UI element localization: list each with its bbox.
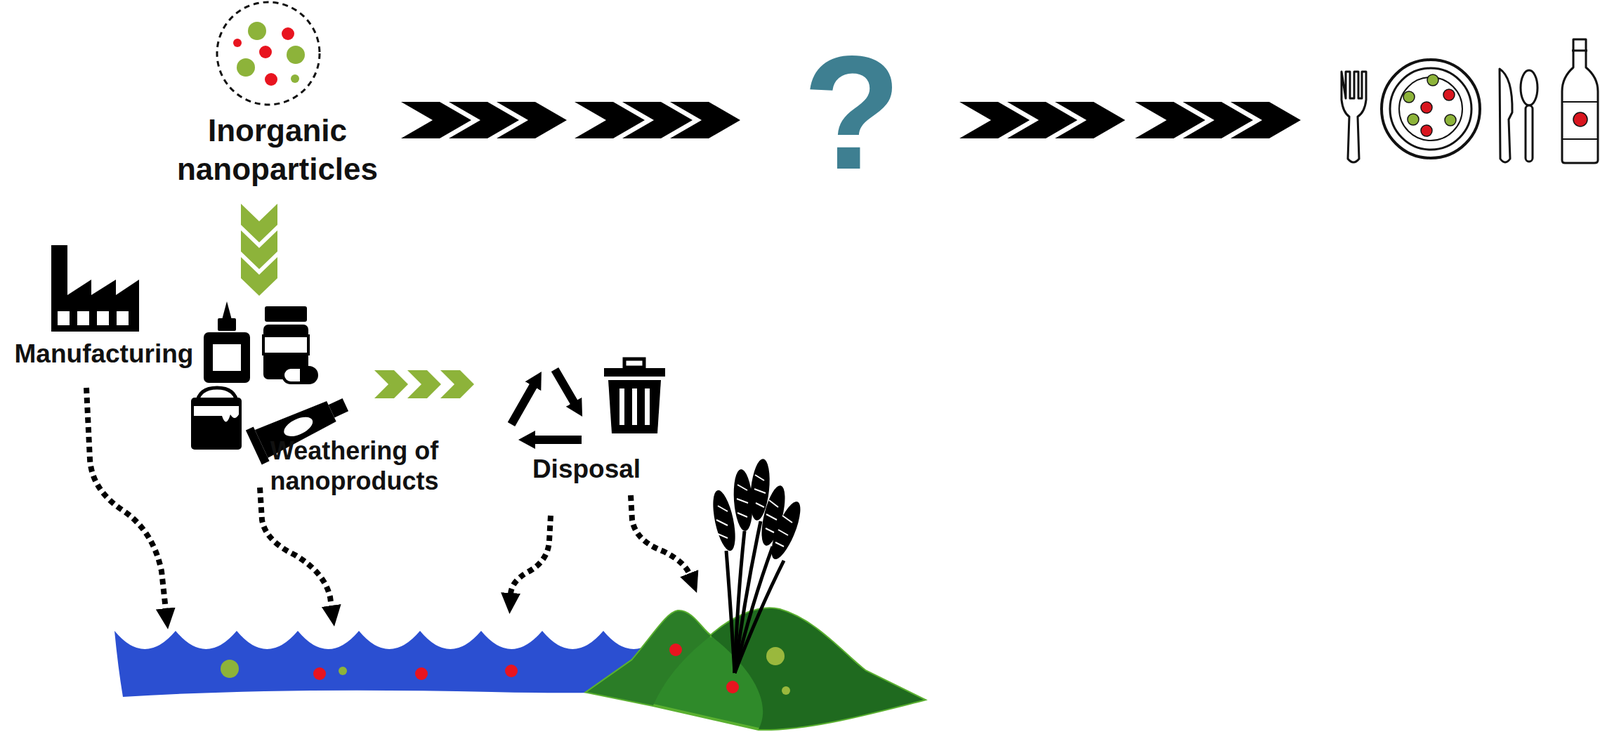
question-mark: ? [792,32,912,194]
trash-body [608,379,661,434]
green-particle [290,74,300,83]
trash-icon [604,358,666,434]
bottle-line [1562,101,1598,103]
jar-label [263,335,309,354]
knife [1499,68,1513,163]
label-text: Manufacturing [5,338,203,370]
red-particle [1420,125,1433,137]
green-particle [247,21,267,41]
chevron [240,257,278,296]
green-particle [766,646,785,666]
red-particle [313,667,326,680]
wheat-icon [708,457,806,673]
paint-can [191,397,242,450]
red-particle [264,73,278,86]
red-particle [259,45,272,59]
dotted-arrow [510,515,551,595]
factory [51,245,140,332]
green-particle [1403,91,1415,103]
label-text: Weathering of nanoproducts [254,435,455,496]
paint-drip [193,405,239,423]
chevron [374,370,409,399]
capsule [283,367,317,383]
green-particle [781,686,791,695]
red-particle [726,680,739,694]
fork [1341,71,1367,163]
label-text: Disposal [516,453,657,485]
spoon-handle [1525,105,1533,162]
green-particle [286,45,305,64]
red-particle [281,27,295,41]
bottle-line [1571,49,1588,52]
red-particle [233,38,242,48]
trash-slot [632,388,638,425]
recycle-arrow [511,384,534,425]
spoon-bowl [1520,70,1538,106]
chevron [1230,101,1301,139]
red-particle [1420,101,1433,114]
glue-cap [217,318,236,331]
trash-slot [619,388,625,425]
chevron [1054,101,1126,139]
hill [587,608,924,730]
chevron [496,101,567,139]
meal-icon [1341,39,1598,163]
release-arrows [86,387,690,610]
plate-center [1399,77,1463,141]
trash-slot [644,388,650,425]
dotted-arrow [259,487,332,607]
factory-window [57,311,70,326]
plate-rim [1389,68,1472,150]
trash-lid [604,368,666,377]
bottle [1562,39,1598,163]
recycle-icon [511,369,582,440]
factory-window [96,311,109,326]
recycle-arrow [554,369,575,404]
label-text: Inorganic nanoparticles [158,110,397,189]
chevron [407,370,442,399]
soil-hills [587,608,924,730]
chevron [670,101,741,139]
glue-nozzle [221,301,232,320]
wheat-kernels [716,474,793,547]
factory-icon [51,245,140,332]
red-particle [505,664,518,678]
factory-window [116,311,129,326]
red-particle [669,643,683,657]
glue-bottle [203,332,251,383]
glue-label [212,344,241,371]
red-particle [1573,112,1588,127]
green-particle [1427,74,1439,86]
dotted-arrow [86,387,166,610]
trash-handle [624,358,645,368]
green-particle [236,58,255,77]
plate [1381,59,1480,159]
hill-shade [587,611,711,706]
recycle-arrow [533,435,582,444]
nanoparticle-cluster [217,2,320,105]
dashed-circle [217,2,320,105]
green-particle [338,666,347,675]
bottle-line [1562,138,1598,140]
wheat-heads [708,457,806,563]
red-particle [1443,89,1455,101]
red-particle [415,667,428,680]
jar-lid [264,306,307,322]
chevron [440,370,475,399]
dotted-arrow [630,495,690,575]
factory-window [77,311,90,326]
green-particle [1407,113,1419,126]
green-particle [1444,114,1457,126]
green-chevrons-down [240,203,278,296]
green-particle [220,659,239,678]
green-chevrons-right [374,370,475,399]
